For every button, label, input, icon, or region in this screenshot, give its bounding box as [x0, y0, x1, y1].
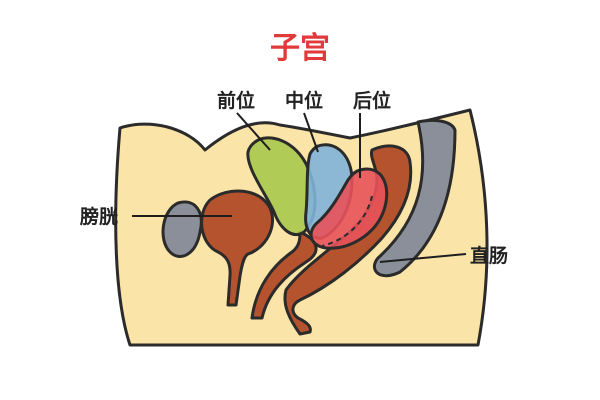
- label-bladder: 膀胱: [79, 205, 118, 228]
- diagram-title: 子宫: [270, 31, 330, 66]
- label-midposition: 中位: [285, 89, 323, 112]
- label-anteverted: 前位: [217, 89, 255, 112]
- label-retroverted: 后位: [353, 89, 391, 112]
- label-rectum: 直肠: [470, 244, 508, 267]
- pubic-bone: [163, 202, 201, 256]
